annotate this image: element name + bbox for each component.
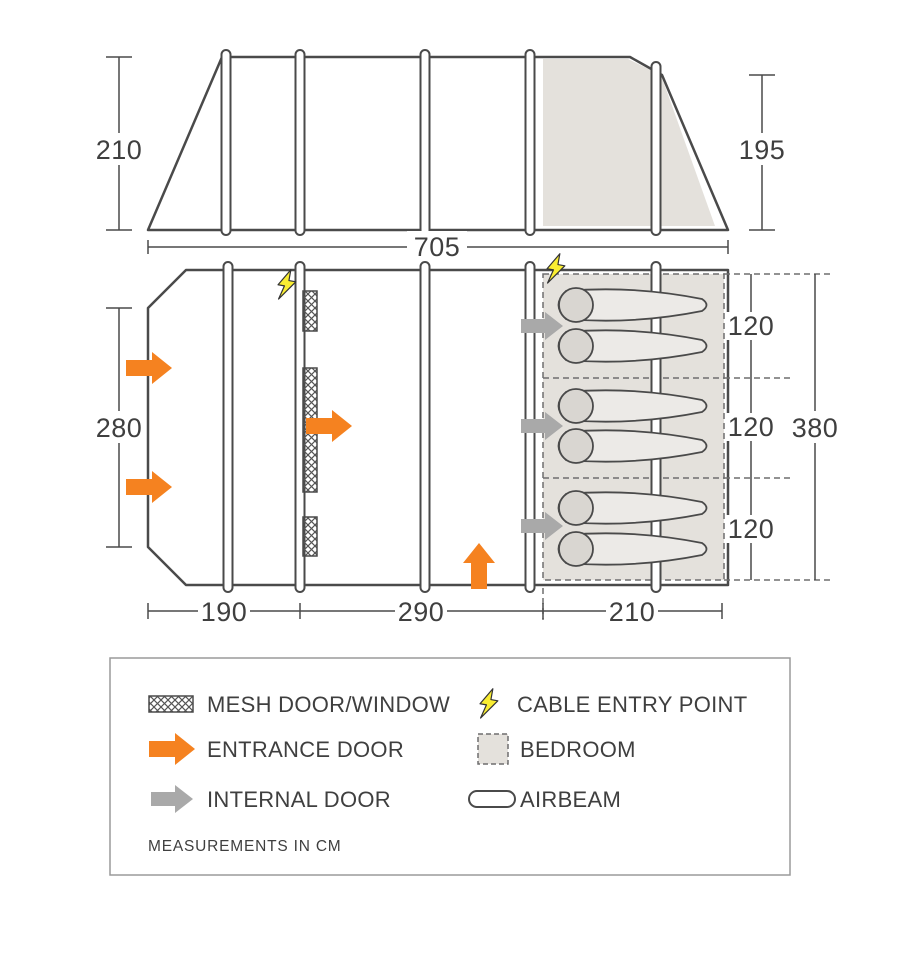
dim-290-label: 290 <box>398 597 445 627</box>
entrance-door-arrow-icon <box>463 543 495 589</box>
cable-entry-icon <box>275 267 299 303</box>
legend: MESH DOOR/WINDOW CABLE ENTRY POINT ENTRA… <box>109 657 791 876</box>
dimension-bottom-spans: 190 290 210 <box>147 588 723 627</box>
airbeam-pole <box>524 49 536 236</box>
legend-airbeam-label: AIRBEAM <box>520 787 621 812</box>
side-view-bedroom-shade <box>543 59 715 226</box>
legend-measurements-note: MEASUREMENTS IN CM <box>148 838 342 855</box>
airbeam-pole <box>222 261 234 593</box>
dim-120-label: 120 <box>728 514 775 544</box>
airbeam-pole <box>220 49 232 236</box>
dimension-porch-height: 280 <box>92 307 146 548</box>
airbeam-pole <box>419 261 431 593</box>
dim-380-label: 380 <box>792 413 839 443</box>
floor-plan: 280 120 120 120 380 <box>92 251 842 627</box>
airbeam-pole <box>650 61 662 236</box>
internal-door-arrow-icon <box>151 785 193 813</box>
legend-bedroom-label: BEDROOM <box>520 737 636 762</box>
bedroom-swatch-icon <box>477 733 509 765</box>
cable-entry-icon <box>477 686 501 722</box>
dim-705-label: 705 <box>414 232 461 262</box>
airbeam-pole <box>419 49 431 236</box>
side-view: 210 195 705 <box>92 49 789 263</box>
bedroom-area <box>542 273 725 581</box>
dim-120-label: 120 <box>728 311 775 341</box>
dimension-height-right: 195 <box>735 74 789 231</box>
airbeam-swatch-icon <box>468 790 516 808</box>
entrance-door-arrow-icon <box>149 733 195 765</box>
dimension-total-width: 705 <box>147 231 729 263</box>
dimension-height-left: 210 <box>92 56 146 231</box>
dim-190-label: 190 <box>201 597 248 627</box>
dim-280-label: 280 <box>96 413 143 443</box>
airbeam-pole <box>294 49 306 236</box>
dimension-bedroom-total: 380 <box>788 274 842 580</box>
dim-120-label: 120 <box>728 412 775 442</box>
legend-border <box>109 657 791 876</box>
side-view-airbeams <box>220 49 662 236</box>
dim-210-label: 210 <box>96 135 143 165</box>
legend-entrance-label: ENTRANCE DOOR <box>207 737 404 762</box>
floor-plan-outline <box>146 268 730 587</box>
legend-mesh-label: MESH DOOR/WINDOW <box>207 692 450 717</box>
dim-210-bottom-label: 210 <box>609 597 656 627</box>
dimension-bedroom-sections: 120 120 120 <box>724 273 832 581</box>
dim-195-label: 195 <box>739 135 786 165</box>
legend-internal-label: INTERNAL DOOR <box>207 787 391 812</box>
side-view-outline <box>146 55 730 232</box>
mesh-swatch-icon <box>148 695 194 713</box>
legend-cable-label: CABLE ENTRY POINT <box>517 692 747 717</box>
